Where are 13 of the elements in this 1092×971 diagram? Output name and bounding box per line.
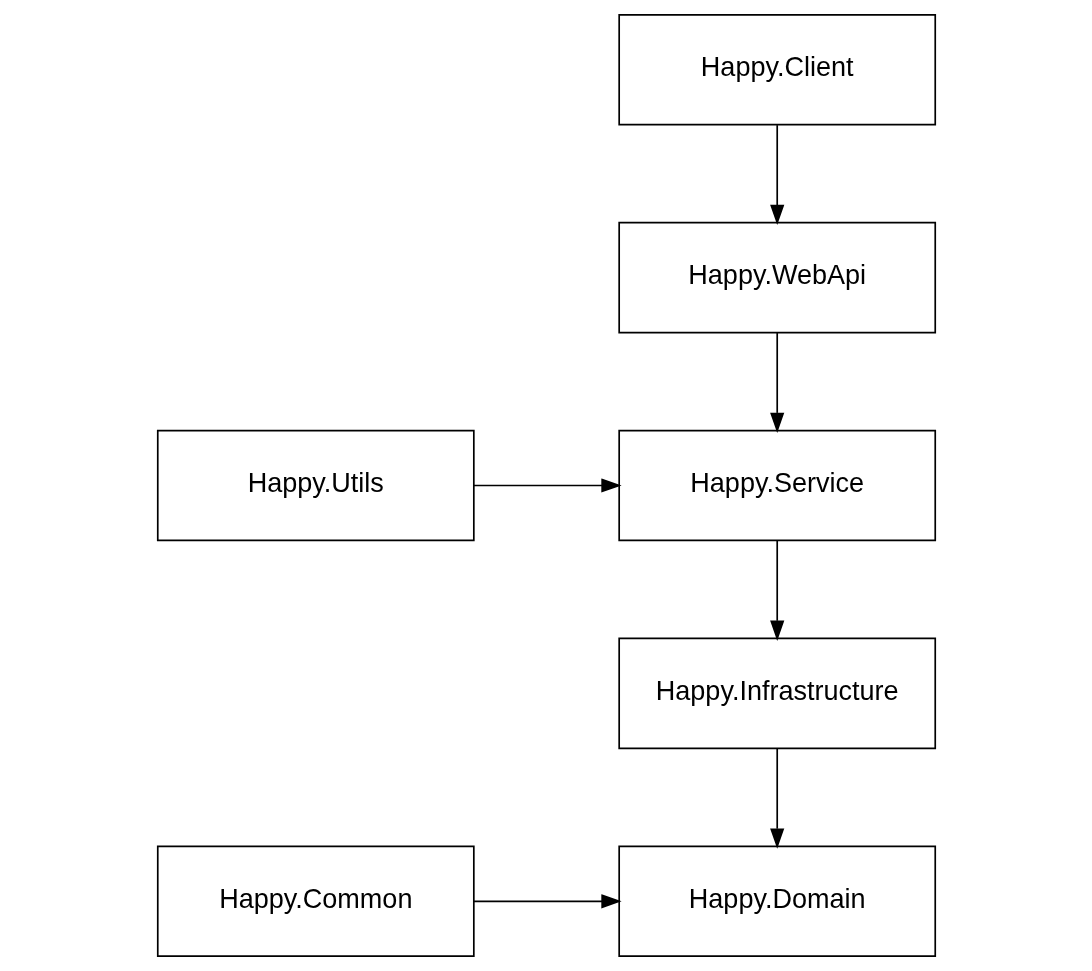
node-box: Happy.Infrastructure: [617, 637, 936, 750]
arrow: [769, 124, 784, 226]
node-box: Happy.Domain: [617, 845, 936, 958]
arrow: [769, 747, 784, 849]
node-box: Happy.Utils: [156, 429, 475, 542]
node-box: Happy.Common: [156, 845, 475, 958]
arrow: [769, 332, 784, 433]
arrow: [769, 540, 784, 641]
node-box: Happy.Service: [617, 429, 936, 542]
node-box: Happy.Client: [617, 13, 936, 126]
node-box: Happy.WebApi: [617, 221, 936, 334]
arrow: [472, 894, 622, 909]
arrow: [472, 478, 622, 493]
